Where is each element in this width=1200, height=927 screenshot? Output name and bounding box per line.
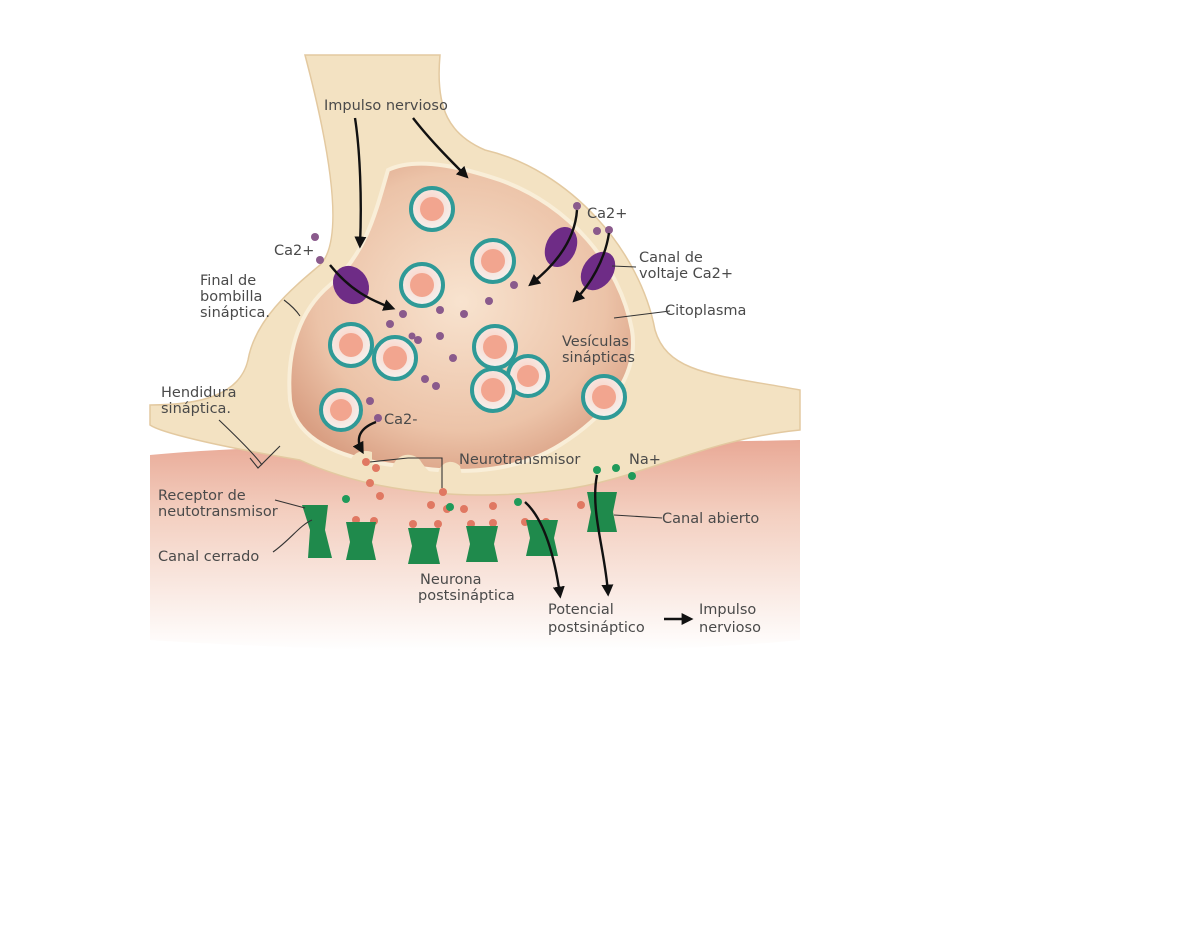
vesicle [411, 188, 453, 230]
vesicle [472, 240, 514, 282]
vesicle [330, 324, 372, 366]
vesicle [321, 390, 361, 430]
vesicle [472, 369, 514, 411]
label-na: Na+ [629, 452, 661, 468]
label-impulso-out-2: nervioso [699, 620, 761, 636]
label-ca-bottom: Ca2- [384, 412, 417, 428]
label-canal-voltaje-1: Canal de [639, 250, 703, 266]
label-receptor-1: Receptor de [158, 488, 246, 504]
label-neurona-2: postsináptica [418, 588, 515, 604]
label-canal-cerrado: Canal cerrado [158, 549, 259, 565]
label-final-bombilla-1: Final de [200, 273, 256, 289]
vesicle [583, 376, 625, 418]
label-final-bombilla-2: bombilla [200, 289, 262, 305]
label-canal-abierto: Canal abierto [662, 511, 759, 527]
label-citoplasma: Citoplasma [665, 303, 746, 319]
label-impulso-out-1: Impulso [699, 602, 756, 618]
label-hendidura-2: sináptica. [161, 401, 231, 417]
receptor-channel [346, 522, 376, 560]
label-neurotransmisor: Neurotransmisor [459, 452, 580, 468]
label-receptor-2: neutotransmisor [158, 504, 278, 520]
label-neurona-1: Neurona [420, 572, 482, 588]
label-canal-voltaje-2: voltaje Ca2+ [639, 266, 733, 282]
vesicle [474, 326, 516, 368]
label-impulso-nervioso: Impulso nervioso [324, 98, 448, 114]
label-potencial-2: postsináptico [548, 620, 645, 636]
label-ca-left: Ca2+ [274, 243, 314, 259]
receptor-channel [408, 528, 440, 564]
label-vesiculas-2: sinápticas [562, 350, 635, 366]
label-vesiculas-1: Vesículas [562, 334, 629, 350]
label-ca-right: Ca2+ [587, 206, 627, 222]
receptor-channel [466, 526, 498, 562]
vesicle [374, 337, 416, 379]
label-hendidura-1: Hendidura [161, 385, 237, 401]
label-final-bombilla-3: sináptica. [200, 305, 270, 321]
vesicle [401, 264, 443, 306]
receptor-channel [587, 492, 617, 532]
label-potencial-1: Potencial [548, 602, 614, 618]
